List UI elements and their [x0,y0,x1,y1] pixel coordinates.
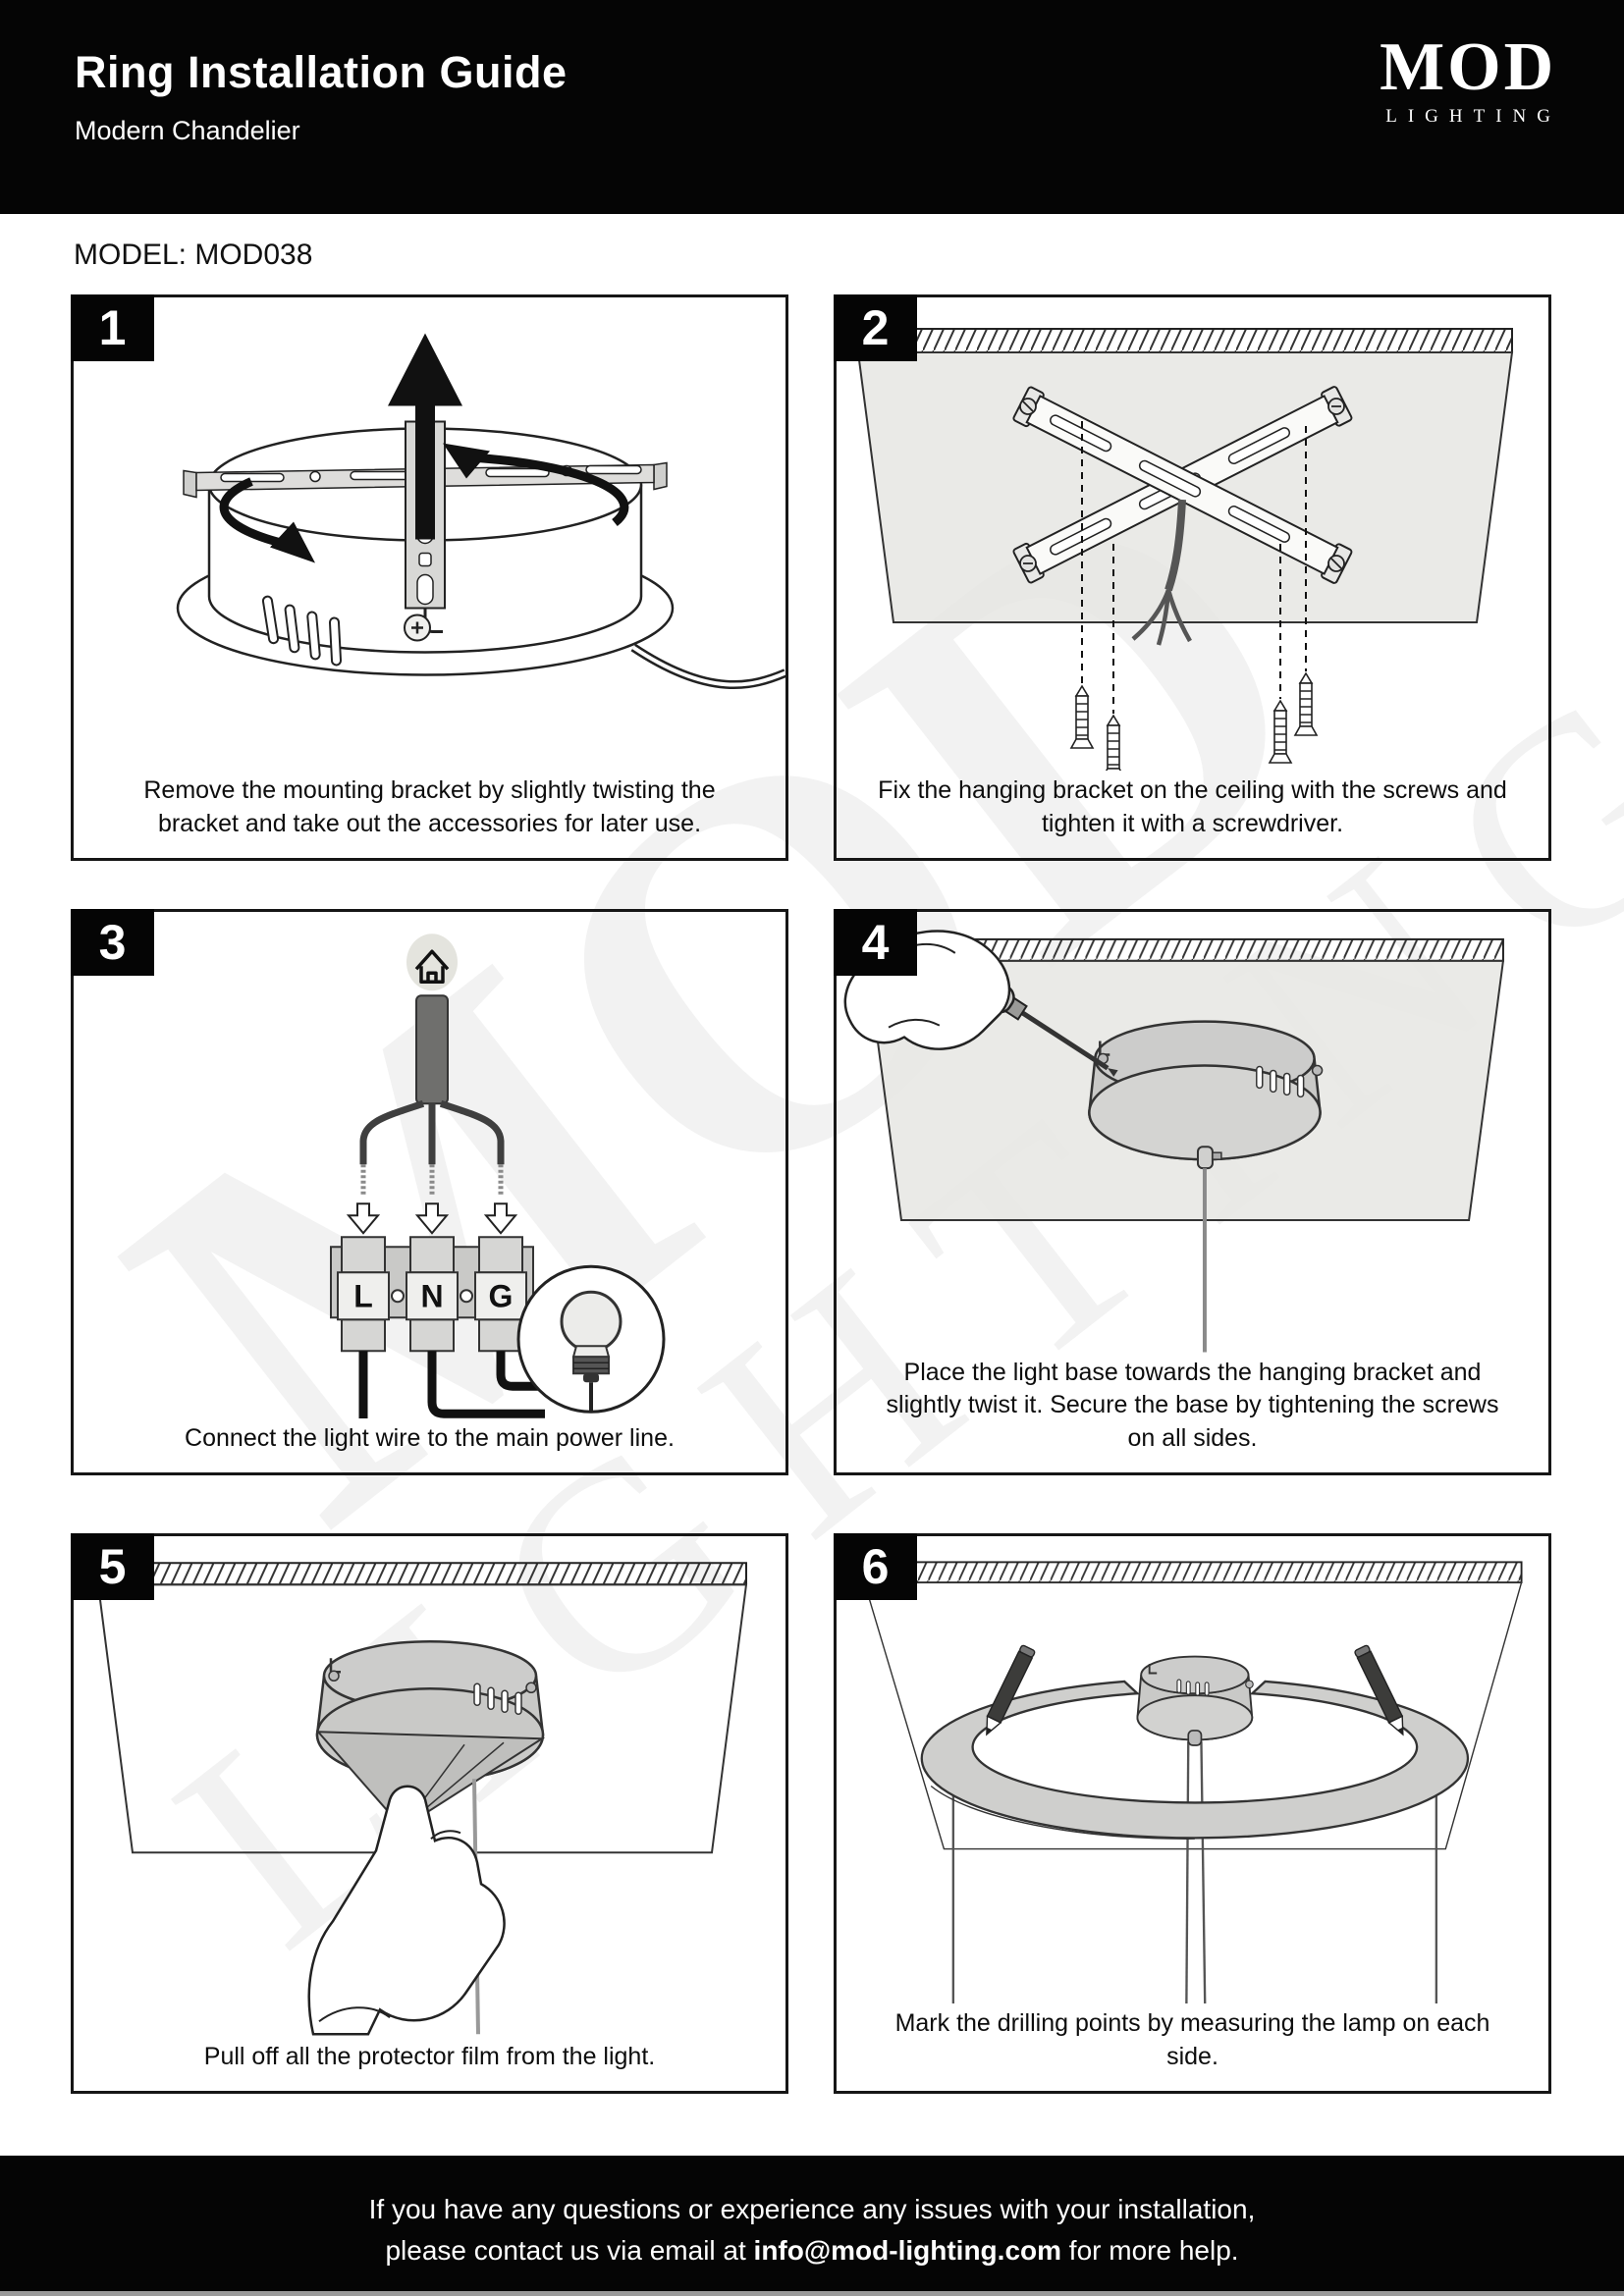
film-removal-diagram [96,1562,748,2036]
twist-rotation-arrows [219,443,629,563]
suspension-wires [951,1741,1438,2003]
step-number-badge: 1 [71,294,154,361]
brand-logo: MOD LIGHTING [1375,33,1561,128]
bracket-screw [404,614,431,642]
marking-pencil-left [986,1644,1036,1736]
insert-arrow-icons [346,1202,518,1235]
page-title: Ring Installation Guide [75,47,568,97]
step-caption: Place the light base towards the hanging… [886,1358,1499,1452]
terminal-label-live: L [353,1278,373,1313]
hanging-brackets-crossed [1012,386,1353,584]
step6-illustration [837,1536,1548,2003]
step1-illustration [74,297,785,771]
pull-up-arrow [388,333,462,540]
vent-slots [261,595,343,667]
ceiling-bracket-screws-diagram [856,328,1514,771]
step-number-badge: 5 [71,1533,154,1600]
step-panel-3: 3 [71,909,788,1475]
step-caption: Fix the hanging bracket on the ceiling w… [878,776,1507,837]
terminal-label-neutral: N [420,1278,443,1313]
power-cable [630,643,785,690]
brand-logo-wordmark: MOD [1380,29,1557,105]
ceiling-wires [1131,499,1192,646]
base-tightening-diagram [843,930,1505,1353]
stripped-wire-tips [360,1164,504,1197]
hand-pulling-film [307,1785,506,2036]
page-bottom-strip [0,2291,1624,2296]
footer-line1: If you have any questions or experience … [368,2194,1256,2224]
mains-cable [415,994,449,1105]
home-icon [406,934,458,991]
contact-email: info@mod-lighting.com [753,2235,1062,2266]
terminal-block: L N G [330,1236,534,1353]
step-panel-4: 4 [834,909,1551,1475]
step5-illustration [74,1536,785,2037]
step-panel-2: 2 [834,294,1551,861]
step2-illustration [837,297,1548,771]
footer-bar: If you have any questions or experience … [0,2156,1624,2296]
terminal-label-ground: G [489,1278,514,1313]
mains-wires [359,1099,505,1165]
protector-film [315,1731,546,1830]
ring-marking-diagram [863,1561,1523,2003]
step-caption: Pull off all the protector film from the… [203,2042,656,2070]
step-panel-1: 1 [71,294,788,861]
bulb-icon [516,1264,666,1414]
center-canopy [1136,1655,1254,1746]
step-caption: Connect the light wire to the main power… [185,1423,675,1452]
step4-illustration [837,912,1548,1353]
light-wires [358,1351,545,1418]
step-panel-6: 6 [834,1533,1551,2094]
marking-pencil-right [1354,1644,1404,1736]
brand-logo-subtext: LIGHTING [1385,106,1561,127]
light-base-canopy [1088,1020,1324,1353]
step-number-badge: 4 [834,909,917,976]
step-panel-5: 5 [71,1533,788,2094]
step3-illustration: L N G [74,912,785,1418]
step-caption: Mark the drilling points by measuring th… [894,2009,1490,2070]
screw-guide-lines [1081,421,1307,714]
step-number-badge: 2 [834,294,917,361]
ring-light [920,1680,1470,1840]
mounting-base-twist-diagram [176,333,785,690]
step-number-badge: 6 [834,1533,917,1600]
page-subtitle: Modern Chandelier [75,116,300,145]
header-bar: Ring Installation Guide Modern Chandelie… [0,0,1624,214]
step-caption: Remove the mounting bracket by slightly … [143,776,716,837]
bracket-end-screws [1019,398,1345,572]
model-number: MODEL: MOD038 [74,239,313,271]
wiring-diagram: L N G [330,934,666,1418]
footer-line2: please contact us via email at info@mod-… [385,2235,1239,2266]
step-number-badge: 3 [71,909,154,976]
